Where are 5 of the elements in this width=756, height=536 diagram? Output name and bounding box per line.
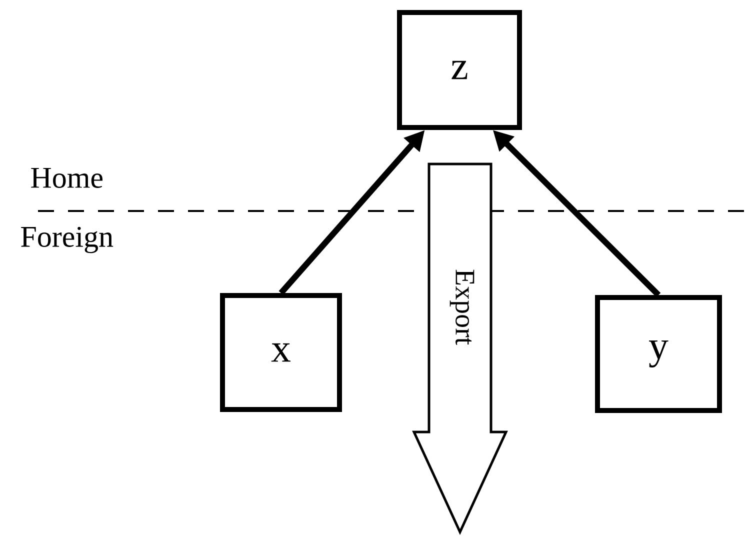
variable-box: x — [220, 293, 342, 412]
region-label: Home — [31, 168, 102, 188]
variable-box: y — [595, 295, 722, 413]
variable-box: z — [397, 10, 522, 130]
region-label: Foreign — [21, 226, 114, 254]
